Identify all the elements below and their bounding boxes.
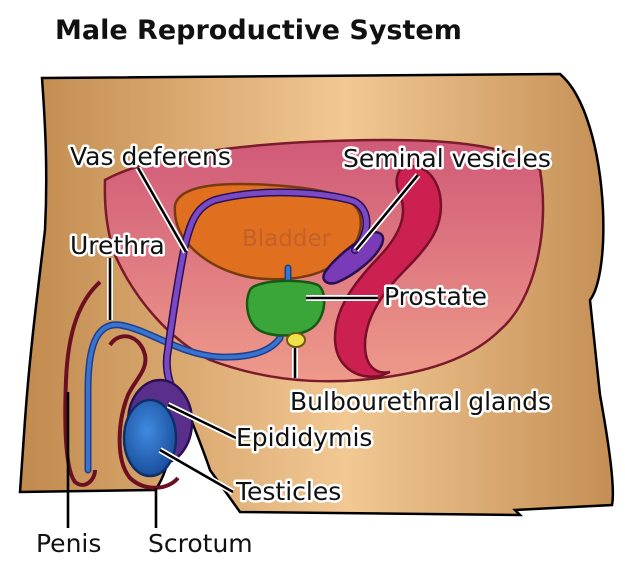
label-epididymis: Epididymis <box>236 423 372 452</box>
testicle <box>122 398 178 478</box>
label-testicles: Testicles <box>235 477 341 506</box>
penis <box>63 280 102 487</box>
label-prostate: Prostate <box>384 282 487 311</box>
label-seminal-vesicles: Seminal vesicles <box>343 144 551 173</box>
label-vas-deferens: Vas deferens <box>70 142 231 171</box>
scrotum <box>108 334 180 490</box>
label-penis: Penis <box>36 529 101 558</box>
rectum <box>333 164 443 378</box>
vas-deferens-highlight <box>164 189 369 413</box>
seminal-vesicle <box>322 231 385 285</box>
bladder-label: Bladder <box>242 226 332 252</box>
prostate <box>245 279 326 337</box>
label-bulbourethral-glands: Bulbourethral glands <box>290 387 551 416</box>
bulbourethral-gland <box>286 332 306 348</box>
label-scrotum: Scrotum <box>148 529 253 558</box>
leader-lines <box>66 166 421 528</box>
label-urethra: Urethra <box>70 231 165 260</box>
page-title: Male Reproductive System <box>55 15 462 46</box>
